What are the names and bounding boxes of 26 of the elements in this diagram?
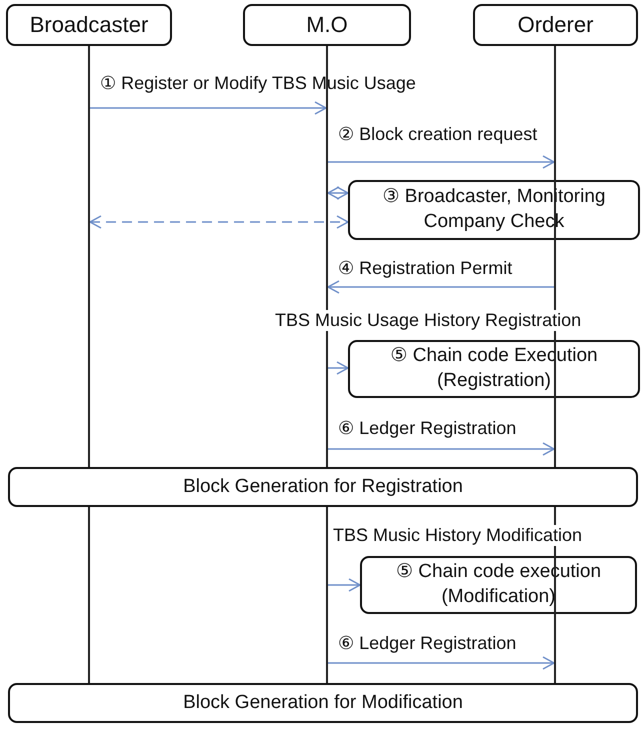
edge-label: ⑥ Ledger Registration — [337, 633, 518, 654]
lifeline — [88, 507, 90, 683]
section-label: TBS Music History Modification — [333, 525, 582, 546]
lifeline — [554, 46, 556, 467]
arrow — [328, 656, 555, 670]
arrow — [327, 186, 349, 200]
participant-box: Orderer — [473, 4, 638, 46]
arrow — [328, 578, 361, 592]
edge-label: ④ Registration Permit — [337, 258, 514, 279]
arrow — [328, 155, 555, 169]
arrow — [90, 101, 327, 115]
block-band: Block Generation for Modification — [8, 683, 638, 723]
edge-label: ② Block creation request — [337, 124, 538, 145]
arrow — [89, 215, 349, 229]
participant-box: M.O — [243, 4, 411, 46]
arrow — [328, 442, 555, 456]
arrow — [327, 280, 554, 294]
lifeline — [88, 46, 90, 467]
lifeline — [326, 46, 328, 467]
lifeline — [326, 507, 328, 683]
section-label: TBS Music Usage History Registration — [275, 310, 582, 331]
edge-label: ⑥ Ledger Registration — [337, 418, 518, 439]
lifeline — [554, 507, 556, 683]
arrow — [328, 361, 349, 375]
participant-box: Broadcaster — [6, 4, 172, 46]
block-band: Block Generation for Registration — [8, 467, 638, 507]
